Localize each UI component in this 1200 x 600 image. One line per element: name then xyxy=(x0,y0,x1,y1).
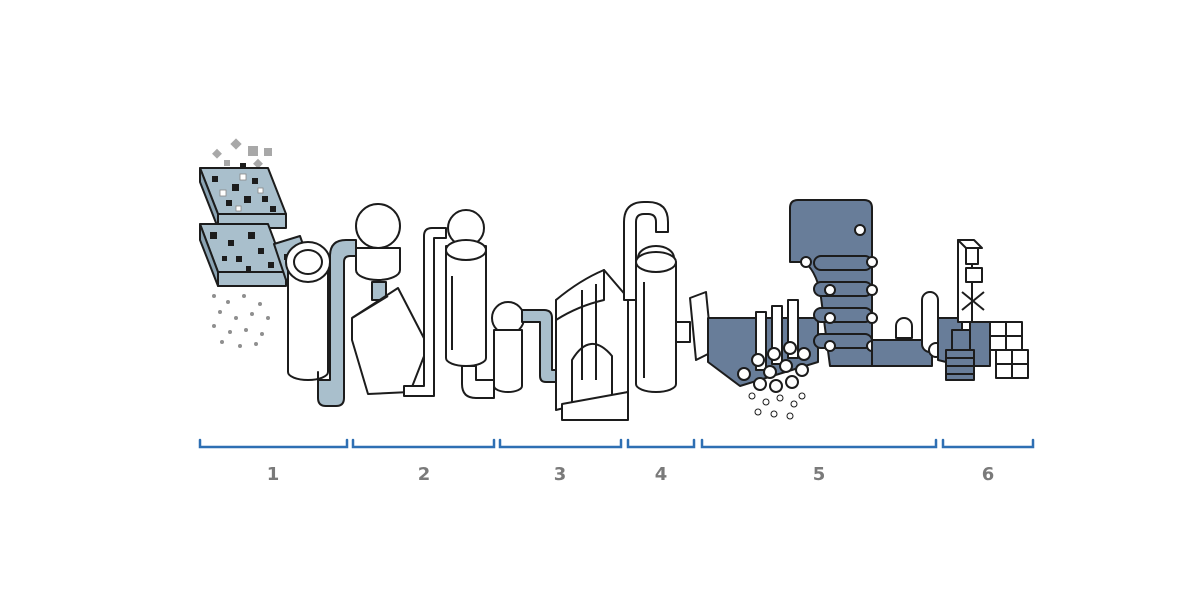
tilted-tank xyxy=(351,287,429,395)
washing-drum xyxy=(285,241,331,381)
stage-label-5: 5 xyxy=(813,464,826,485)
cutter-frame xyxy=(957,239,985,323)
pipe-2a xyxy=(403,227,447,397)
silo-d xyxy=(635,245,677,393)
bracket-stage-5 xyxy=(700,438,938,449)
falling-flakes-top xyxy=(212,138,272,169)
pipe-1-2 xyxy=(317,239,357,407)
stage-labels: 1 2 3 4 5 6 xyxy=(267,464,995,485)
bracket-stage-4 xyxy=(626,438,696,449)
connector-4 xyxy=(675,321,691,343)
roller-bank-small xyxy=(737,299,811,393)
upper-screen xyxy=(199,167,287,229)
stage-label-6: 6 xyxy=(982,464,995,485)
bracket-stage-1 xyxy=(198,438,349,449)
stage-6-illustration xyxy=(937,239,1029,381)
silo-c xyxy=(491,301,525,393)
stage-3-illustration xyxy=(521,269,629,421)
pipe-2b xyxy=(461,365,495,399)
lower-screen xyxy=(199,223,287,287)
bracket-stage-6 xyxy=(941,438,1035,449)
press-body xyxy=(555,269,629,421)
water-drops xyxy=(748,392,806,420)
stage-5-illustration xyxy=(707,199,944,420)
stage-label-4: 4 xyxy=(655,464,668,485)
stage-brackets xyxy=(198,438,1035,449)
roller-stack xyxy=(800,224,878,352)
silo-a xyxy=(355,203,401,301)
belt-notch xyxy=(895,317,913,339)
stage-label-3: 3 xyxy=(554,464,567,485)
stage-4-illustration xyxy=(623,201,713,393)
stage-label-1: 1 xyxy=(267,464,280,485)
boxed-product xyxy=(989,321,1029,379)
bracket-stage-3 xyxy=(498,438,623,449)
silo-b xyxy=(445,209,487,367)
stage-label-2: 2 xyxy=(418,464,431,485)
sheet-stacks xyxy=(945,321,991,381)
output-belt xyxy=(871,339,933,367)
bracket-stage-2 xyxy=(351,438,496,449)
stage-1-illustration xyxy=(199,138,331,381)
falling-fines-bottom xyxy=(212,294,270,348)
stage-2-illustration xyxy=(317,203,525,407)
